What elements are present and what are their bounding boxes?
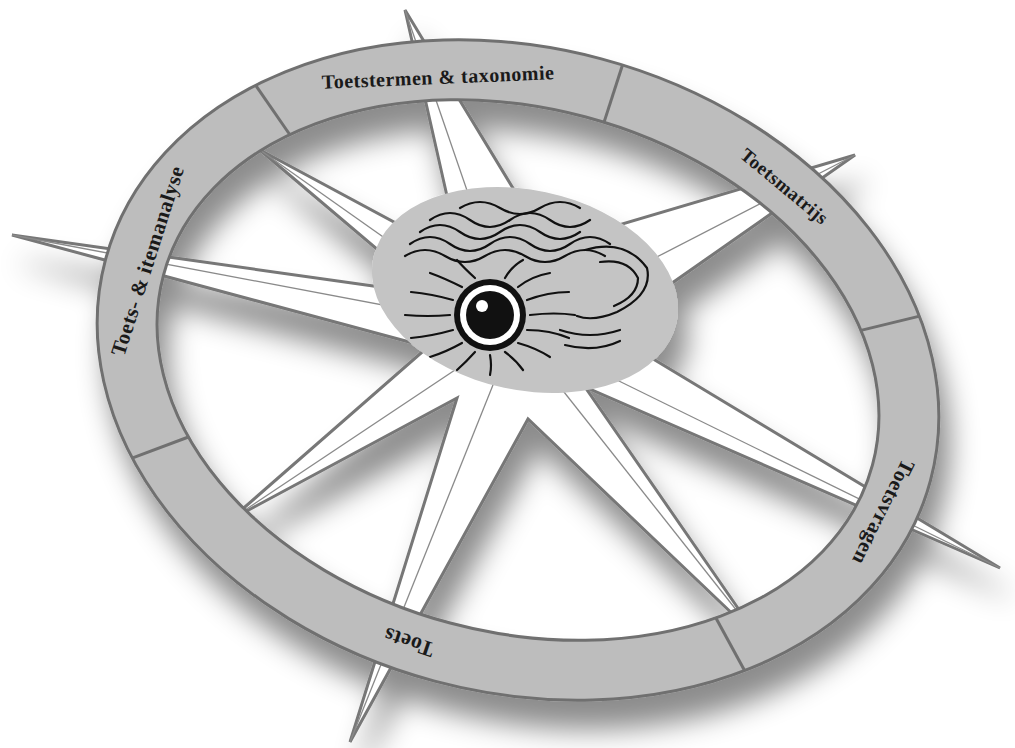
ring-band — [22, 0, 1014, 748]
compass-body — [12, 0, 1014, 748]
eye-highlight — [476, 300, 488, 312]
eye-outer — [454, 279, 526, 351]
segment-label: Toetstermen & taxonomie — [321, 61, 555, 92]
ring-segment: Toetsvragen — [847, 455, 919, 568]
segment-label: Toetsvragen — [847, 455, 919, 568]
ring-segment: Toetsmatrijs — [736, 144, 832, 229]
eye-white — [460, 285, 520, 345]
eye-pupil — [466, 291, 514, 339]
ring-segment: Toets- & itemanalyse — [107, 163, 189, 359]
segment-label: Toets- & itemanalyse — [107, 163, 189, 359]
ring-segment: Toetstermen & taxonomie — [321, 61, 555, 92]
compass-ring — [22, 0, 1014, 748]
segment-label: Toets — [381, 622, 438, 662]
ring-segment: Toets — [381, 622, 438, 662]
center-disk — [353, 160, 698, 420]
segment-label: Toetsmatrijs — [736, 144, 832, 229]
owl-eye-illustration — [405, 202, 648, 375]
ring-dividers — [120, 0, 963, 691]
